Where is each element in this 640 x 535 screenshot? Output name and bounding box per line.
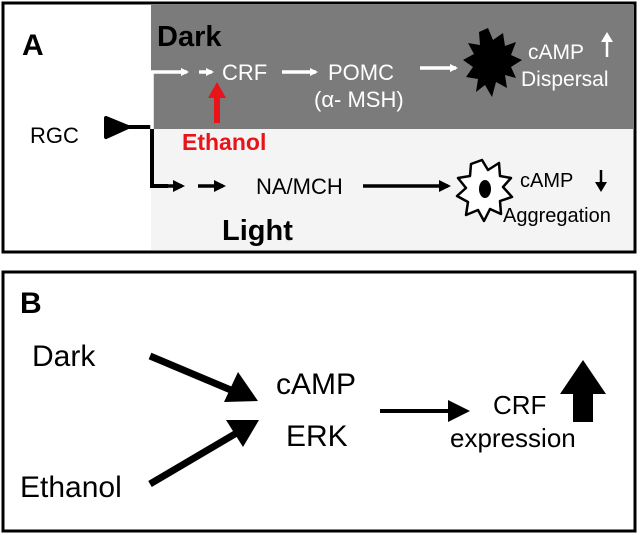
- dark-title: Dark: [157, 21, 222, 53]
- rgc-label: RGC: [30, 123, 79, 148]
- crf-label-a: CRF: [222, 60, 267, 85]
- ethanol-to-erk-arrowhead: [226, 420, 259, 447]
- dark-zone: [151, 5, 633, 129]
- expression-label-b: expression: [450, 423, 576, 453]
- camp-down-arrow-icon: [595, 182, 607, 192]
- ethanol-to-erk-arrow-shaft: [148, 427, 242, 488]
- aggregated-pigment-icon: [479, 180, 491, 198]
- light-title: Light: [222, 215, 293, 247]
- camp-to-crf-arrowhead: [448, 400, 470, 422]
- dark-to-camp-arrowhead: [224, 372, 258, 402]
- dispersed-melanophore-icon: [463, 28, 522, 97]
- camp-down-label: cAMP: [520, 170, 573, 192]
- light-zone: [151, 129, 633, 250]
- aggregation-label: Aggregation: [503, 205, 611, 227]
- erk-label-b: ERK: [286, 420, 348, 453]
- na-mch-label: NA/MCH: [256, 174, 343, 199]
- camp-up-label: cAMP: [528, 41, 584, 64]
- panel-b-frame: [1, 270, 637, 533]
- pomc-label: POMC: [328, 60, 394, 85]
- dispersal-label: Dispersal: [521, 68, 609, 91]
- crf-label-b: CRF: [493, 390, 546, 420]
- panel-b-label: B: [20, 287, 42, 320]
- msh-label: (α- MSH): [314, 87, 404, 112]
- panel-a: A Dark Light RGC CRF POMC (α- MSH) cAMP …: [1, 1, 637, 254]
- ethanol-label-a: Ethanol: [182, 129, 266, 155]
- ethanol-label-b: Ethanol: [20, 471, 122, 504]
- crf-up-arrow-icon: [560, 360, 606, 422]
- rgc-arrow: [104, 116, 130, 139]
- panel-a-label: A: [22, 29, 44, 62]
- camp-label-b: cAMP: [276, 368, 356, 401]
- camp-up-arrow-icon: [601, 32, 613, 42]
- dark-label-b: Dark: [32, 340, 96, 373]
- light-branch-line: [150, 129, 168, 188]
- panel-b: B Dark Ethanol cAMP ERK CRF expression: [1, 270, 637, 533]
- ethanol-arrow-icon: [208, 82, 226, 98]
- dark-branch-line: [150, 70, 172, 129]
- dark-to-camp-arrow-shaft: [148, 352, 240, 397]
